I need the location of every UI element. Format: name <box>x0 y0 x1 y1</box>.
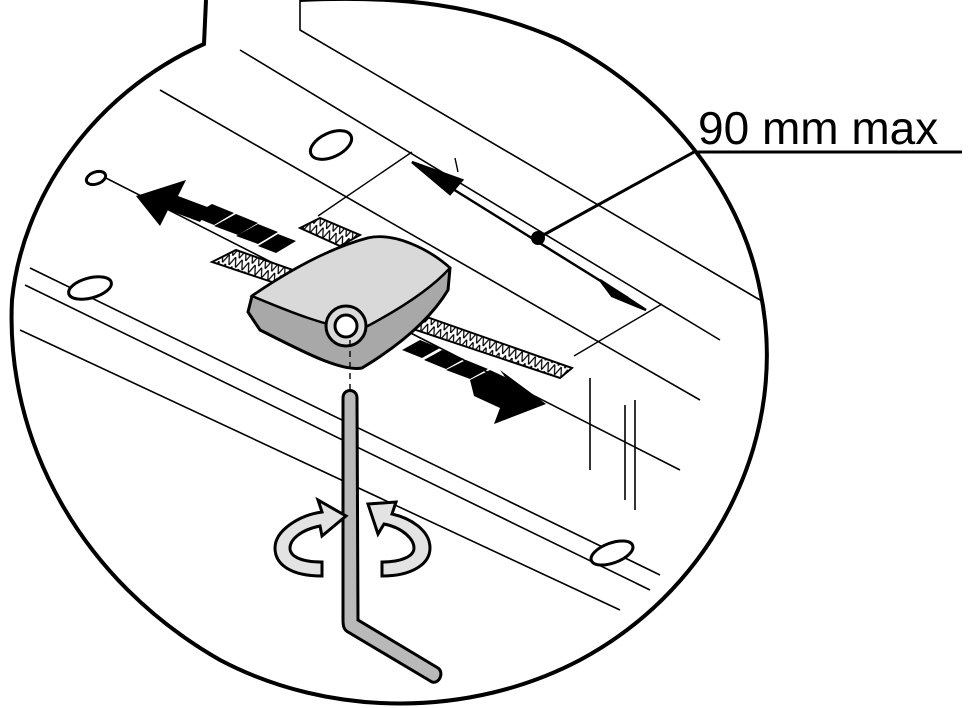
slot-bottom <box>589 539 635 567</box>
slide-right-arrow-icon <box>402 340 546 424</box>
dimension-leader <box>531 150 962 245</box>
mounting-slots <box>67 129 635 567</box>
slot-top <box>308 129 354 161</box>
rotate-clockwise-icon <box>365 500 432 578</box>
leader-dot <box>531 231 545 245</box>
rotate-counterclockwise-icon <box>273 496 349 578</box>
clamp-block <box>246 235 452 370</box>
slide-left-arrow-icon <box>136 180 296 253</box>
dimension-guides <box>317 151 663 357</box>
hole-left <box>84 169 108 187</box>
dimension-label: 90 mm max <box>698 102 938 154</box>
slot-left <box>67 275 113 301</box>
magnified-panel-scene <box>19 0 761 684</box>
dimension-arrow <box>411 160 647 312</box>
hex-key <box>341 340 443 684</box>
